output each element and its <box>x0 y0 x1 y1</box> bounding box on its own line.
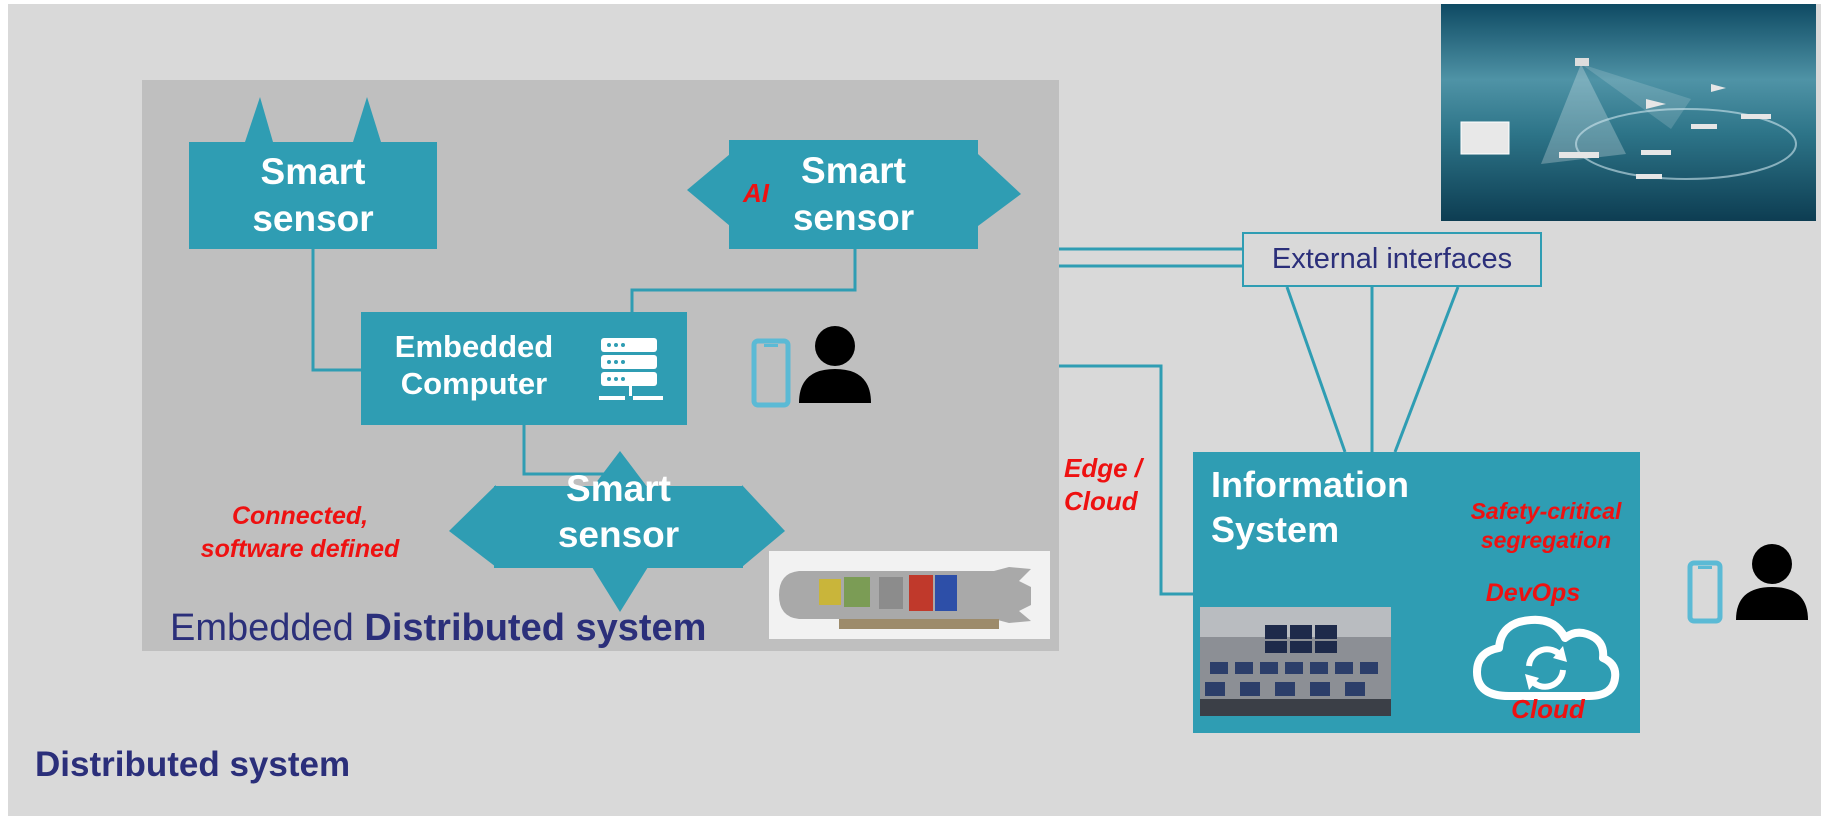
phone-icon-right <box>1687 560 1723 624</box>
user-icon-right <box>1736 544 1808 620</box>
torpedo-image <box>769 551 1050 639</box>
embedded-title-light: Embedded <box>170 607 365 649</box>
smart-sensor-2: Smart sensor <box>729 140 978 249</box>
embedded-computer-line2: Computer <box>400 366 548 402</box>
sensor-3-arrow-left <box>449 485 496 567</box>
smart-sensor-1: Smart sensor <box>189 142 437 249</box>
embedded-computer: Embedded Computer <box>361 312 687 425</box>
user-icon <box>799 326 871 403</box>
connected-line2: software defined <box>200 534 400 563</box>
smart-sensor-3-line1: Smart <box>566 467 671 509</box>
embedded-computer-line1: Embedded <box>394 329 554 364</box>
embedded-distributed-system-title: Embedded Distributed system <box>170 607 706 650</box>
sensor-2-arrow-right <box>978 154 1021 226</box>
phone-icon <box>751 338 791 408</box>
sensor-3-arrow-up <box>592 451 648 488</box>
embedded-title-bold: Distributed system <box>364 607 707 649</box>
ai-label: AI <box>743 178 769 208</box>
smart-sensor-1-line2: sensor <box>252 197 374 239</box>
connected-line1: Connected, <box>231 502 369 530</box>
information-system-title: Information System <box>1211 462 1409 552</box>
edge-cloud-label: Edge / Cloud <box>1064 452 1156 517</box>
smart-sensor-3-line2: sensor <box>557 514 680 555</box>
safety-line2: segregation <box>1480 526 1612 553</box>
smart-sensor-2-line2: sensor <box>792 196 915 238</box>
control-room-image <box>1200 607 1391 716</box>
safety-line1: Safety-critical <box>1470 498 1622 524</box>
distributed-system-title: Distributed system <box>35 745 351 784</box>
smart-sensor-3: Smart sensor <box>494 468 743 568</box>
sensor-2-arrow-left <box>687 154 730 226</box>
external-interfaces-box: External interfaces <box>1242 232 1542 287</box>
server-icon <box>599 338 663 400</box>
smart-sensor-1-line1: Smart <box>260 151 366 193</box>
smart-sensor-2-line1: Smart <box>801 150 906 192</box>
safety-critical-label: Safety-critical segregation <box>1461 497 1631 555</box>
sensor-3-arrow-right <box>742 485 785 567</box>
edge-cloud-line1: Edge / <box>1064 453 1143 483</box>
sensor-3-arrow-down <box>592 567 648 612</box>
embedded-computer-label: Embedded Computer <box>379 328 569 402</box>
information-system-line1: Information <box>1211 464 1409 505</box>
naval-network-image <box>1441 4 1816 221</box>
edge-cloud-line2: Cloud <box>1064 485 1138 516</box>
information-system: Information System Safety-critical segre… <box>1193 452 1640 733</box>
cloud-label: Cloud <box>1511 694 1585 724</box>
information-system-line2: System <box>1211 509 1340 550</box>
sensor-1-arrow-left <box>245 97 273 142</box>
sensor-1-arrow-right <box>353 97 381 142</box>
cloud-sync-icon <box>1473 615 1620 700</box>
connected-software-defined-label: Connected, software defined <box>180 500 420 565</box>
external-interfaces-label: External interfaces <box>1271 243 1513 275</box>
devops-label: DevOps <box>1485 579 1581 607</box>
